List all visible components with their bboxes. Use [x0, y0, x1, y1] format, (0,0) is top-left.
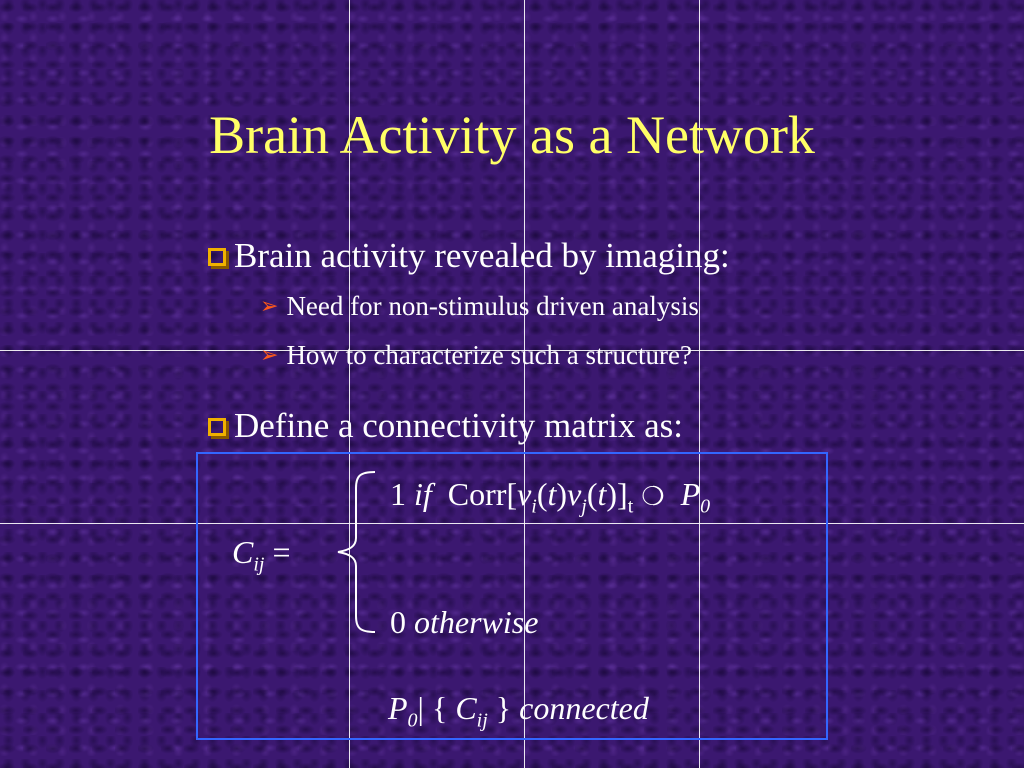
bullet-1-text: Brain activity revealed by imaging:	[234, 236, 730, 275]
sub-bullet-item-1: ➢ Need for non-stimulus driven analysis	[260, 290, 699, 322]
sub-bullet-item-2: ➢ How to characterize such a structure?	[260, 339, 692, 371]
square-bullet-icon	[208, 248, 226, 266]
grid-line-h2	[0, 523, 1024, 524]
bullet-2-text: Define a connectivity matrix as:	[234, 406, 684, 445]
grid-line-h1	[0, 350, 1024, 351]
bullet-item-2: Define a connectivity matrix as:	[208, 406, 683, 446]
equation-lhs: Cij =	[232, 534, 291, 576]
sub-bullet-2-text: How to characterize such a structure?	[286, 340, 692, 370]
arrow-bullet-icon: ➢	[260, 293, 279, 318]
relation-symbol: ❍	[641, 482, 665, 511]
equation-definition: P0| { Cij } connected	[388, 690, 649, 732]
sub-bullet-1-text: Need for non-stimulus driven analysis	[286, 291, 699, 321]
square-bullet-icon	[208, 418, 226, 436]
slide-title: Brain Activity as a Network	[209, 105, 815, 165]
equation-case-1: 1 if Corr[vi(t)vj(t)]t ❍ P0	[390, 476, 711, 518]
arrow-bullet-icon: ➢	[260, 342, 279, 367]
equation-frame	[196, 452, 828, 740]
grid-line-v1	[349, 0, 350, 768]
equation-case-2: 0 otherwise	[390, 604, 539, 640]
grid-line-v2	[524, 0, 525, 768]
grid-line-v3	[699, 0, 700, 768]
bullet-item-1: Brain activity revealed by imaging:	[208, 236, 730, 276]
